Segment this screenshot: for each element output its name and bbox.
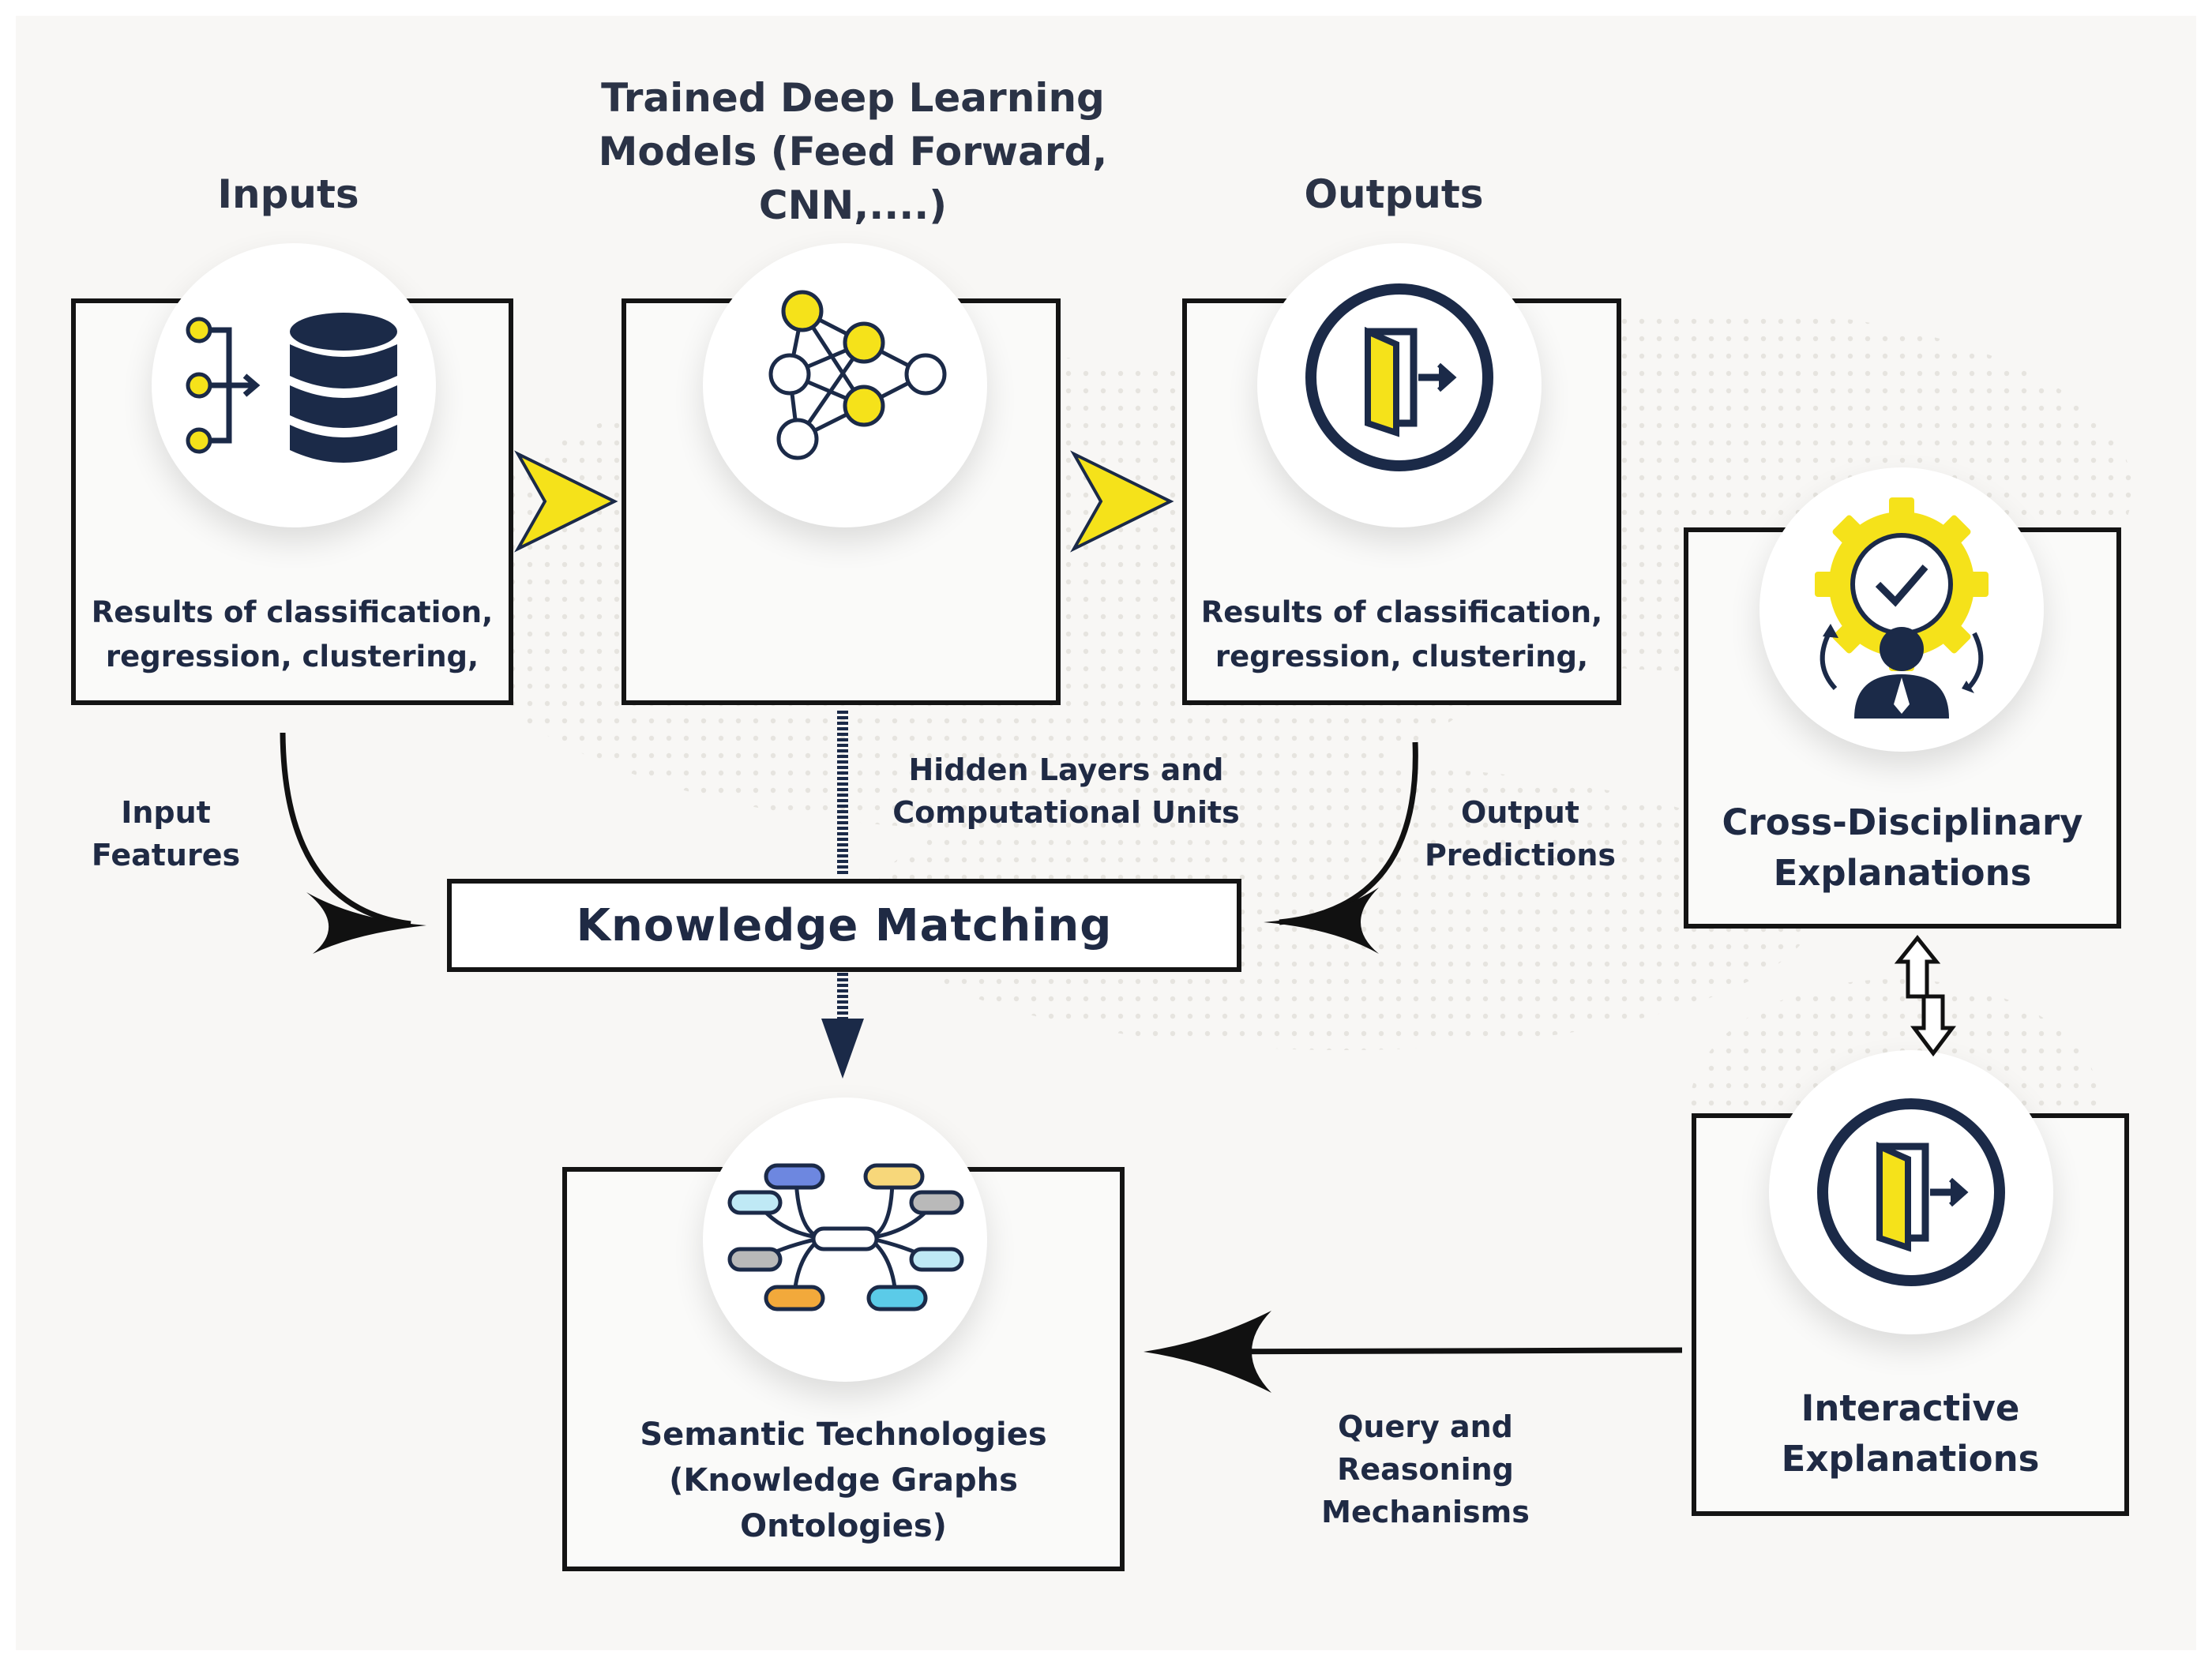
neural-network-icon (768, 290, 947, 460)
input-features-line1: Input (121, 795, 211, 830)
input-features-label: Input Features (71, 791, 261, 876)
interactive-title: Interactive Explanations (1694, 1383, 2127, 1484)
outputs-title: Outputs (1304, 171, 1484, 217)
chevron-arrow-icon-2 (1070, 450, 1174, 553)
semantic-title: Semantic Technologies (Knowledge Graphs … (562, 1412, 1125, 1549)
gear-clock-person-icon (1815, 497, 1989, 719)
database-input-icon (186, 313, 397, 463)
output-predictions-line1: Output (1461, 795, 1579, 830)
inputs-desc-line1: Results of classification, (91, 595, 494, 629)
semantic-icon-circle (703, 1098, 987, 1382)
interactive-icon-circle (1769, 1050, 2053, 1334)
model-title: Trained Deep Learning Models (Feed Forwa… (576, 71, 1129, 232)
model-icon-circle (703, 243, 987, 527)
semantic-title-line1: Semantic Technologies (640, 1416, 1047, 1453)
interactive-title-line2: Explanations (1781, 1438, 2040, 1480)
door-exit-icon-2 (1817, 1098, 2005, 1286)
hidden-layers-label: Hidden Layers and Computational Units (877, 749, 1256, 834)
inputs-title: Inputs (217, 171, 359, 217)
outputs-description: Results of classification, regression, c… (1185, 591, 1619, 679)
input-features-arrow (280, 732, 426, 954)
model-title-line1: Trained Deep Learning (601, 75, 1105, 121)
output-predictions-arrow (1264, 741, 1418, 954)
outputs-icon-circle (1257, 243, 1542, 527)
model-title-line2: Models (Feed Forward, (598, 129, 1108, 174)
query-reasoning-label: Query and Reasoning Mechanisms (1295, 1405, 1556, 1533)
query-line3: Mechanisms (1321, 1495, 1530, 1529)
hidden-layers-connector (821, 711, 864, 1079)
output-predictions-line2: Predictions (1424, 838, 1617, 872)
door-exit-icon (1305, 283, 1493, 471)
interactive-title-line1: Interactive (1801, 1387, 2020, 1429)
hidden-layers-line2: Computational Units (892, 795, 1240, 830)
bidirectional-arrow-icon (1894, 934, 1956, 1057)
cross-title-line1: Cross-Disciplinary (1722, 801, 2083, 843)
cross-disciplinary-title: Cross-Disciplinary Explanations (1686, 797, 2119, 899)
cross-icon-circle (1759, 467, 2044, 752)
outputs-desc-line1: Results of classification, (1200, 595, 1603, 629)
hidden-layers-line1: Hidden Layers and (908, 752, 1224, 787)
model-title-line3: CNN,....) (758, 182, 948, 228)
query-line2: Reasoning (1337, 1452, 1514, 1487)
query-line1: Query and (1338, 1409, 1513, 1444)
knowledge-matching-label: Knowledge Matching (576, 899, 1113, 951)
semantic-title-line2: (Knowledge Graphs (669, 1462, 1018, 1499)
knowledge-matching-box: Knowledge Matching (447, 879, 1241, 972)
cross-title-line2: Explanations (1773, 852, 2032, 894)
output-predictions-label: Output Predictions (1414, 791, 1627, 876)
mind-map-icon (727, 1163, 964, 1311)
input-features-line2: Features (91, 838, 241, 872)
outputs-desc-line2: regression, clustering, (1215, 640, 1589, 674)
chevron-arrow-icon (514, 450, 618, 553)
inputs-desc-line2: regression, clustering, (105, 640, 479, 674)
query-reasoning-arrow (1144, 1311, 1683, 1393)
inputs-icon-circle (152, 243, 436, 527)
inputs-description: Results of classification, regression, c… (75, 591, 509, 679)
semantic-title-line3: Ontologies) (740, 1508, 947, 1544)
